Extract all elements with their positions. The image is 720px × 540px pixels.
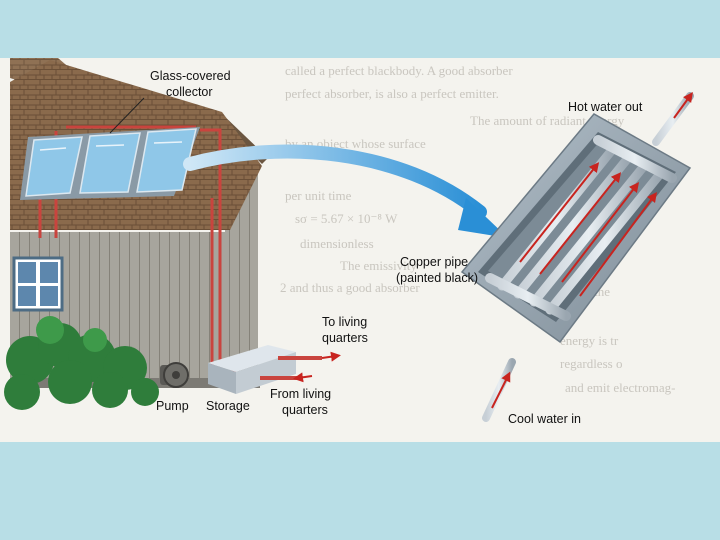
house-wall [10,120,258,380]
shrub-icon [4,316,159,410]
hot-water-out-label: Hot water out [568,100,643,114]
pump-label: Pump [156,399,189,413]
to-living-quarters-label-line1: To living [322,315,367,329]
storage-tank-icon [208,345,296,394]
collector-leader [109,97,145,134]
from-living-quarters-label-line1: From living [270,387,331,401]
labels: Glass-covered collector Hot water out Co… [150,69,643,426]
glass-covered-collector [20,127,200,200]
svg-text:sσ = 5.67 × 10⁻⁸ W: sσ = 5.67 × 10⁻⁸ W [295,211,398,226]
living-quarters-pipes [260,351,341,383]
collector-label-line2: collector [166,85,213,99]
collector-label-line1: Glass-covered [150,69,231,83]
flow-arrow-icon [183,144,508,238]
svg-text:regardless o: regardless o [560,356,622,371]
window-icon [12,256,64,312]
cool-water-in-label: Cool water in [508,412,581,426]
svg-text:perfect absorber, is also a pe: perfect absorber, is also a perfect emit… [285,86,499,101]
bleed-through-text: called a perfect blackbody. A good absor… [280,63,675,395]
svg-text:called a perfect blackbody. A: called a perfect blackbody. A good absor… [285,63,513,78]
svg-text:energy is tr: energy is tr [560,333,619,348]
upper-roof [10,58,72,96]
pump-icon [160,362,189,388]
svg-text:dimensionless: dimensionless [300,236,374,251]
collector-detail [460,91,694,422]
svg-text:and emit electromag-: and emit electromag- [565,380,675,395]
svg-text:per unit time: per unit time [285,188,352,203]
to-living-quarters-label-line2: quarters [322,331,368,345]
copper-pipe-label-line2: (painted black) [396,271,478,285]
from-living-quarters-label-line2: quarters [282,403,328,417]
svg-text:2 and thus a good absorber: 2 and thus a good absorber [280,280,420,295]
storage-label: Storage [206,399,250,413]
svg-text:The emissivity: The emissivity [340,258,417,273]
copper-pipe-label-line1: Copper pipe [400,255,468,269]
